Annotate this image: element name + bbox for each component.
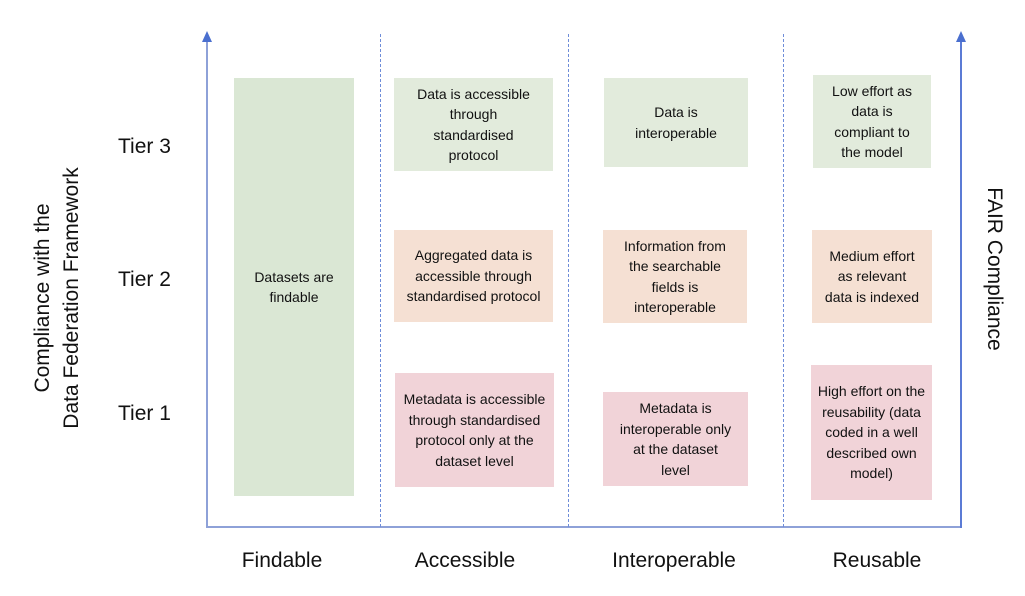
- y-axis-title-line-2: Data Federation Framework: [60, 167, 83, 429]
- interoperable-tier2-cell: Information from the searchable fields i…: [603, 230, 747, 323]
- column-divider-1: [380, 34, 381, 527]
- column-label-findable: Findable: [241, 549, 323, 572]
- reusable-tier1-cell: High effort on the reusability (data cod…: [811, 365, 932, 500]
- right-axis-arrow-icon: [956, 31, 966, 42]
- right-axis-line: [960, 38, 962, 528]
- y-axis-arrow-icon: [202, 31, 212, 42]
- reusable-tier3-cell: Low effort as data is compliant to the m…: [813, 75, 931, 168]
- tier-label-2: Tier 2: [118, 268, 171, 291]
- findable-cell: Datasets are findable: [234, 78, 354, 496]
- column-label-accessible: Accessible: [414, 549, 516, 572]
- tier-label-3: Tier 3: [118, 135, 171, 158]
- accessible-tier3-cell: Data is accessible through standardised …: [394, 78, 553, 171]
- column-divider-2: [568, 34, 569, 527]
- accessible-tier2-cell: Aggregated data is accessible through st…: [394, 230, 553, 322]
- right-axis-title: FAIR Compliance: [983, 187, 1006, 351]
- y-axis-title: Compliance with the Data Federation Fram…: [28, 148, 88, 448]
- column-label-interoperable: Interoperable: [612, 549, 736, 572]
- reusable-tier2-cell: Medium effort as relevant data is indexe…: [812, 230, 932, 323]
- tier-label-1: Tier 1: [118, 402, 171, 425]
- accessible-tier1-cell: Metadata is accessible through standardi…: [395, 373, 554, 487]
- y-axis-line: [206, 38, 208, 526]
- column-divider-3: [783, 34, 784, 527]
- column-label-reusable: Reusable: [832, 549, 922, 572]
- x-axis-line: [206, 526, 962, 528]
- interoperable-tier1-cell: Metadata is interoperable only at the da…: [603, 392, 748, 486]
- y-axis-title-line-1: Compliance with the: [31, 203, 54, 393]
- interoperable-tier3-cell: Data is interoperable: [604, 78, 748, 167]
